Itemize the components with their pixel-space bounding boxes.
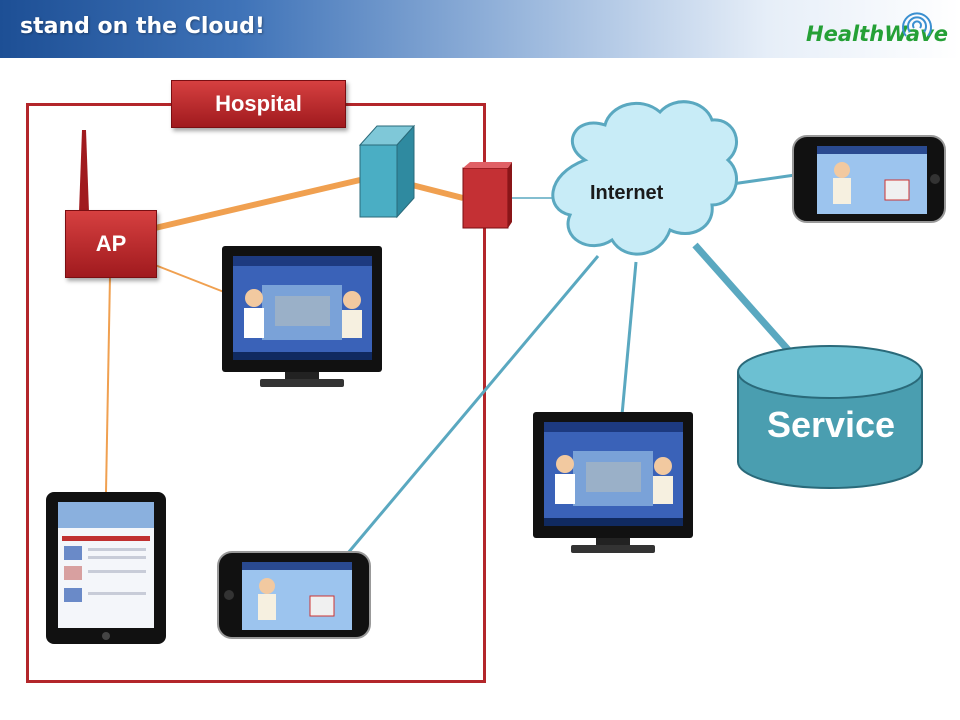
- link-ap-switch: [154, 177, 361, 231]
- healthwave-logo: HealthWave: [806, 22, 948, 46]
- header-band: [0, 0, 960, 58]
- link-ap-monitor: [154, 264, 225, 293]
- logo-part-health: Health: [806, 22, 885, 46]
- ap-antenna: [79, 130, 89, 212]
- wave-signal-icon: [902, 12, 932, 37]
- tablet-hospital: [46, 492, 166, 644]
- link-internet-service: [692, 242, 793, 355]
- router-box: [462, 162, 512, 229]
- monitor-remote: [533, 412, 693, 553]
- smartphone-remote: [792, 135, 946, 223]
- smartphone-hospital: [217, 551, 371, 639]
- monitor-hospital: [222, 246, 382, 387]
- service-label: Service: [766, 404, 896, 445]
- link-switch-router: [411, 182, 464, 201]
- internet-cloud: [551, 100, 739, 256]
- service-database: [737, 345, 923, 489]
- access-point: AP: [65, 210, 157, 278]
- link-internet-monitor-right: [620, 261, 638, 416]
- switch-box: [358, 124, 416, 219]
- link-internet-phone-bottom: [346, 255, 600, 554]
- hospital-label: Hospital: [171, 80, 346, 128]
- internet-label: Internet: [590, 182, 664, 204]
- slide-title: stand on the Cloud!: [20, 14, 265, 39]
- logo-part-wave: Wave: [884, 22, 949, 46]
- link-ap-tablet: [105, 275, 111, 493]
